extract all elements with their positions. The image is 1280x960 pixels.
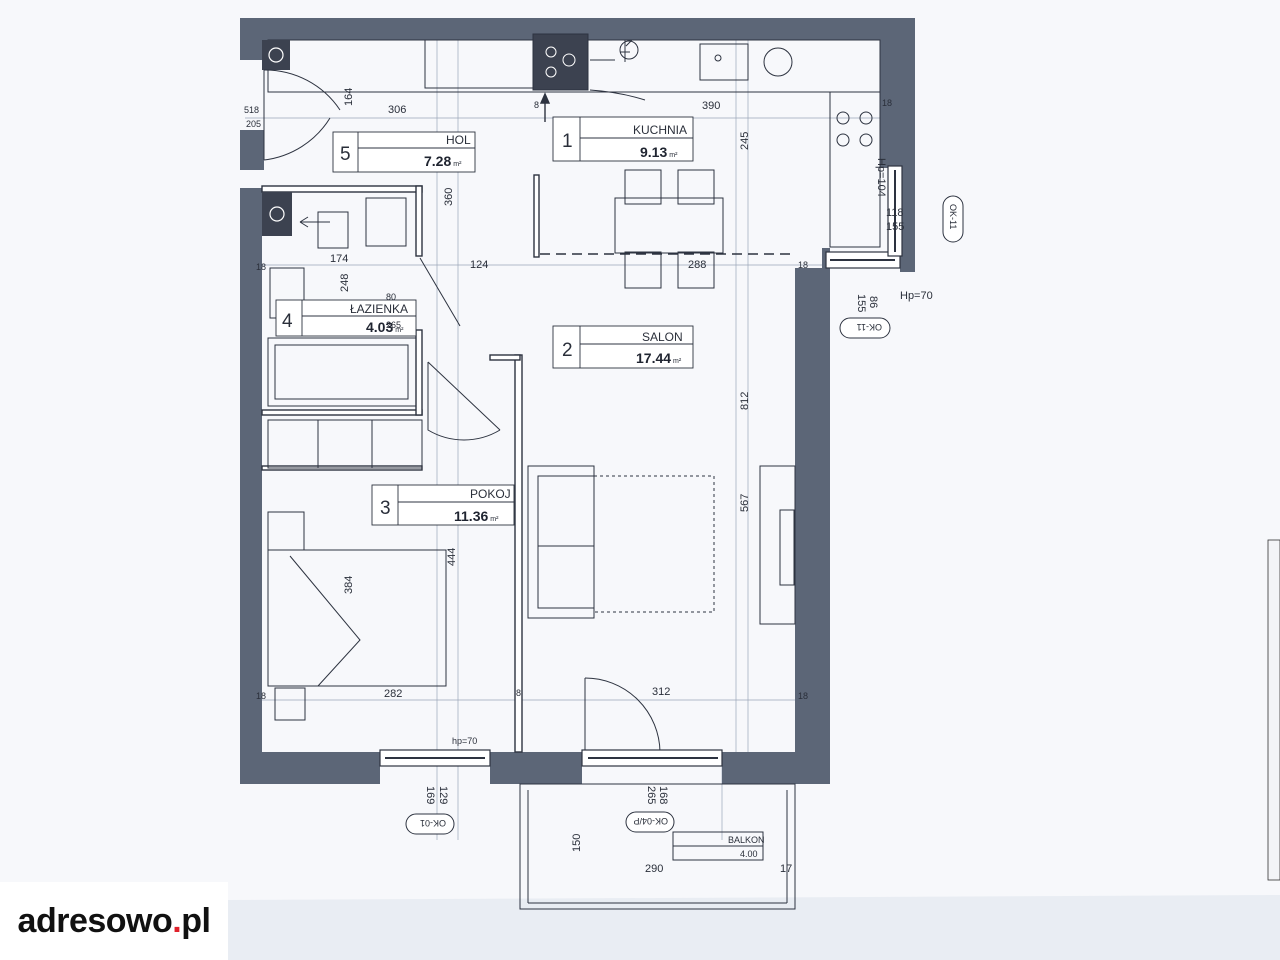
dim-812: 812 [739,392,751,410]
ventilation-shafts [262,40,292,236]
dimension-labels: 306 390 124 288 174 282 312 290 17 118 1… [244,98,904,875]
vertical-dimension-labels: 164 245 360 248 812 567 444 384 150 Hp=1… [339,88,887,852]
room-number: 5 [340,144,351,165]
outer-walls [240,18,915,784]
dim-174: 174 [330,253,348,265]
dim-124: 124 [470,259,488,271]
dim-118: 118 [886,207,904,219]
dim-129: 129 [437,786,449,804]
window-tag-ok11-right: OK-11 [942,195,964,243]
dim-155: 155 [855,294,867,312]
dim-360: 360 [443,188,455,206]
dim-18: 18 [256,262,266,272]
dim-312: 312 [652,686,670,698]
dim-8: 8 [534,100,539,110]
brand-logo[interactable]: adresowo.pl [0,882,228,960]
room-name: ŁAZIENKA [350,302,408,316]
room-name: POKOJ [470,487,511,501]
brand-name: adresowo [17,901,173,940]
dim-444: 444 [446,548,458,566]
dim-155: 155 [886,221,904,233]
svg-text:OK-01: OK-01 [420,818,446,828]
dim-245: 245 [739,132,751,150]
dim-567: 567 [739,494,751,512]
dim-384: 384 [343,576,355,594]
svg-text:OK-11: OK-11 [948,204,958,229]
area-unit: m² [669,152,678,159]
balcony-name: BALKON [728,835,765,845]
svg-text:OK-04/P: OK-04/P [633,816,668,826]
dim-290: 290 [645,863,663,875]
dim-306: 306 [388,104,406,116]
dim-86: 86 [867,296,879,308]
room-name: KUCHNIA [633,123,687,137]
door-swings [263,69,661,753]
dim-265: 265 [645,786,657,804]
window-tag-ok01: OK-01 [405,813,455,835]
balcony-outline [519,783,796,910]
dim-18: 18 [882,98,892,108]
area-unit: m² [395,327,404,334]
room-name: SALON [642,330,683,344]
room-name: HOL [446,133,471,147]
dim-288: 288 [688,259,706,271]
direction-arrows [539,92,551,122]
dim-518: 518 [244,105,259,115]
dim-168: 168 [657,786,669,804]
dim-205: 205 [246,119,261,129]
dim-169: 169 [424,786,436,804]
height-70: Hp=70 [900,290,933,302]
room-number: 1 [562,131,573,152]
dim-18: 18 [798,691,808,701]
window-tag-ok11-bottom: OK-11 [839,317,891,339]
dim-8: 8 [516,688,521,698]
area-unit: m² [453,161,462,168]
balcony-area: 4.00 [740,849,758,859]
area-unit: m² [490,516,499,523]
title-block-edge [1267,539,1280,881]
brand-dot: . [172,901,182,940]
height-104: Hp=104 [875,158,887,197]
dim-80: 80 [386,292,396,302]
dim-150: 150 [571,834,583,852]
dim-18: 18 [256,691,266,701]
svg-text:OK-11: OK-11 [857,322,882,332]
brand-tld: pl [181,901,211,940]
area-unit: m² [673,358,682,365]
room-number: 2 [562,340,573,361]
dim-18: 18 [798,260,808,270]
dim-265: 265 [386,320,401,330]
height-70-pokoj: hp=70 [452,736,477,746]
bathroom-fixtures [267,197,461,407]
dim-164: 164 [343,88,355,106]
dim-17: 17 [780,863,792,875]
window-tag-ok04p: OK-04/P [625,811,675,833]
dining-set [614,169,724,289]
dim-282: 282 [384,688,402,700]
kitchen-extras [589,39,646,101]
dim-390: 390 [702,100,720,112]
windows [379,165,903,767]
room-number: 4 [282,311,293,332]
dim-248: 248 [339,274,351,292]
living-furniture [267,419,796,721]
room-number: 3 [380,498,391,519]
